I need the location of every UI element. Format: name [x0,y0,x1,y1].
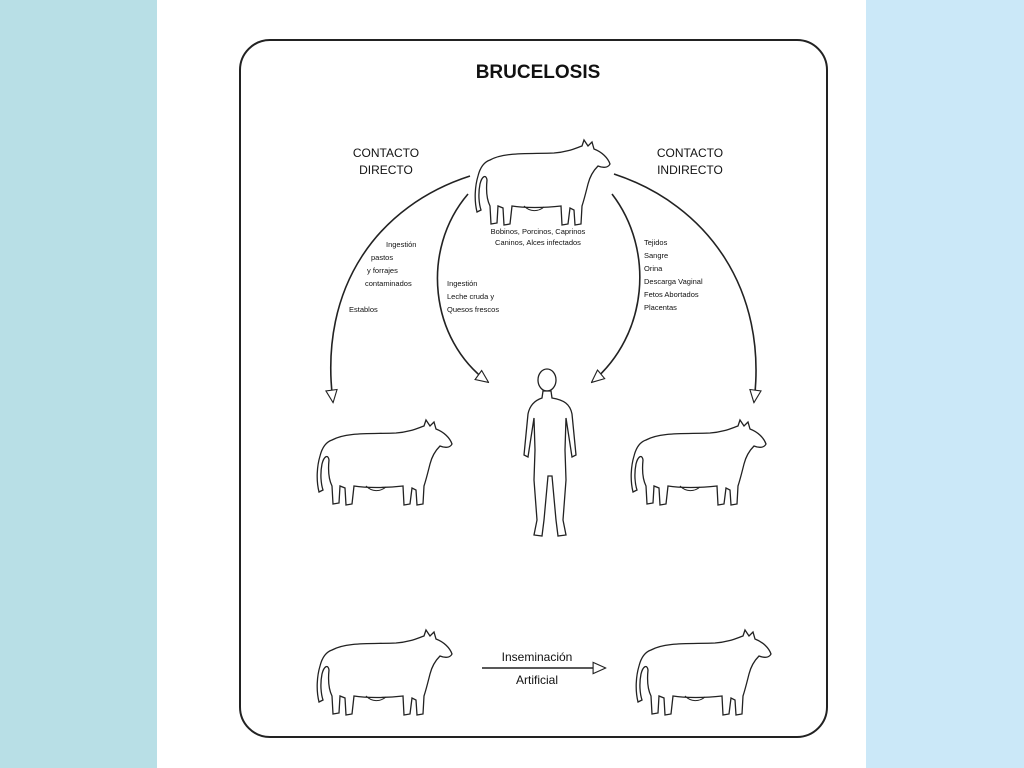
human-route-line-3: Quesos frescos [447,305,499,314]
direct-route-line-4: contaminados [365,279,412,288]
indirect-route-line-4: Descarga Vaginal [644,277,703,286]
arrow-direct-to-cow [331,175,471,402]
human-figure [523,368,577,537]
arrow-to-human-left [436,193,488,382]
direct-route-line-2: pastos [371,253,393,262]
insemination-label-line-1: Inseminación [502,650,573,664]
direct-route-line-1: Ingestión [386,240,416,249]
source-animals-line-2: Caninos, Alces infectados [495,238,581,247]
direct-route-extra: Establos [349,305,378,314]
indirect-contact-line-2: INDIRECTO [657,163,723,177]
arrow-to-human-right [592,193,641,382]
source-animals-line-1: Bobinos, Porcinos, Caprinos [491,227,586,236]
insemination-label-line-2: Artificial [516,673,558,687]
indirect-route-line-6: Placentas [644,303,677,312]
diagram-title: BRUCELOSIS [476,62,601,83]
direct-contact-line-2: DIRECTO [359,163,413,177]
indirect-contact-line-1: CONTACTO [657,146,723,160]
right-side-band [866,0,1024,768]
indirect-route-line-3: Orina [644,264,663,273]
direct-contact-line-1: CONTACTO [353,146,419,160]
left-side-band [0,0,157,768]
indirect-route-line-2: Sangre [644,251,668,260]
direct-route-line-3: y forrajes [367,266,398,275]
human-route-line-2: Leche cruda y [447,292,494,301]
human-route-line-1: Ingestión [447,279,477,288]
diagram-frame [239,39,828,738]
indirect-route-line-5: Fetos Abortados [644,290,699,299]
arrow-indirect-to-cow [613,173,756,402]
indirect-route-line-1: Tejidos [644,238,668,247]
